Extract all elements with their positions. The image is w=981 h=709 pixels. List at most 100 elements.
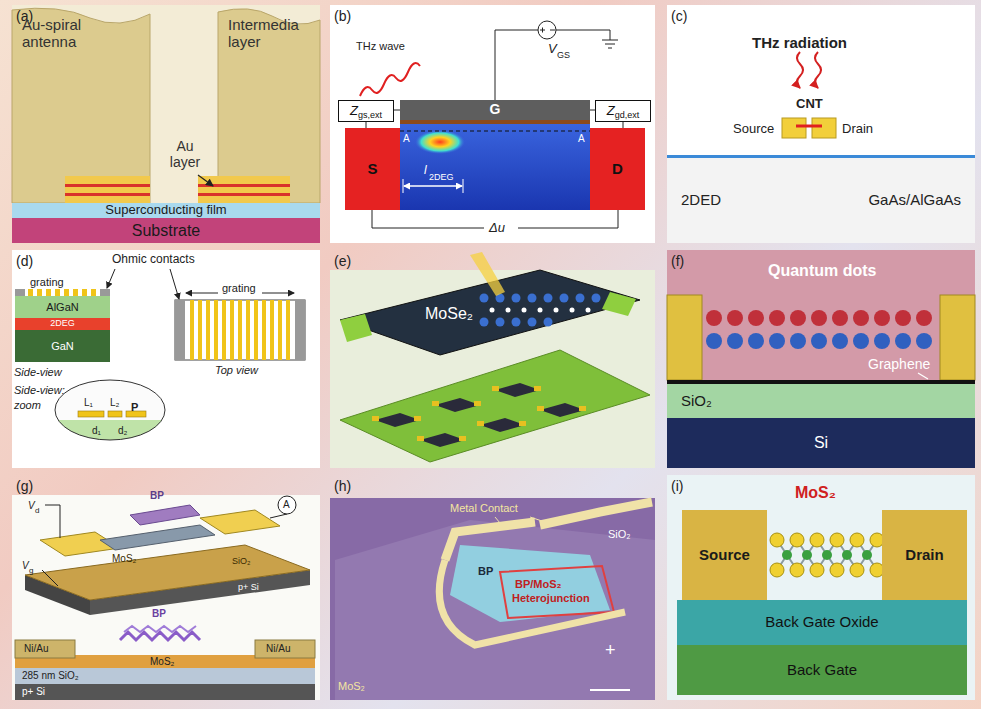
grating-gate-hemt-part-part (78, 411, 104, 417)
mos2-fet-part (822, 550, 832, 560)
hemt-schematic-part (360, 63, 420, 96)
grating-gate-hemt-part (100, 289, 110, 296)
optical-micrograph (330, 498, 655, 700)
hemt-schematic-part (463, 179, 464, 193)
mos2-fet-part (850, 563, 864, 577)
graphene-qd-detector-part (667, 295, 702, 380)
grating-gate-hemt-part (55, 289, 60, 296)
graphene-qd-detector-part (769, 333, 785, 349)
antenna-schematic-part (198, 175, 213, 186)
hemt-schematic-part (538, 21, 556, 39)
mos2-fet-part (850, 533, 864, 547)
graphene-qd-detector-part (832, 310, 848, 326)
mos2-fet-part (810, 533, 824, 547)
bp-mos2-device-part (130, 505, 200, 525)
bp-mos2-device-part (42, 570, 58, 586)
grating-gate-hemt-part (82, 289, 87, 296)
grating-gate-hemt-part-part (55, 420, 165, 445)
optical-micrograph-part (439, 560, 625, 645)
label-text: BP (478, 565, 493, 578)
mose2-array-part (512, 318, 521, 327)
hemt-schematic-part (556, 30, 610, 40)
graphene-qd-detector-part (706, 333, 722, 349)
graphene-qd-detector-part (811, 333, 827, 349)
label-text: Top view (215, 364, 258, 377)
impedance-box: Zgs,ext (338, 100, 394, 122)
grating-gate-hemt-part (206, 300, 210, 360)
figure-panel: (i)SourceDrainBack Gate OxideBack Gate (667, 475, 975, 700)
label-text: Ni/Au (24, 643, 48, 655)
mose2-array-part (537, 406, 544, 411)
node-text: GaN (51, 340, 74, 352)
node-text: Back Gate Oxide (765, 614, 878, 631)
mos2-fet-part (810, 563, 824, 577)
label-text: MoSe₂ (425, 305, 473, 323)
mos2-fet-part (770, 563, 784, 577)
node-text: 2DED (681, 192, 721, 209)
graphene-qd-detector-part (706, 310, 722, 326)
label-text: SiO₂ (232, 556, 251, 566)
grating-gate-hemt-part (175, 300, 185, 360)
optical-micrograph-part (335, 520, 655, 700)
symbol-text: Zgs,ext (350, 101, 382, 121)
grating-gate-hemt-part (170, 269, 179, 299)
graphene-qd-detector-part (727, 333, 743, 349)
mose2-array-part (417, 436, 424, 441)
mose2-array-part (576, 294, 585, 303)
antenna-schematic-part (198, 187, 290, 193)
grating-gate-hemt-part (28, 289, 33, 296)
hemt-schematic-part (372, 210, 484, 228)
antenna-schematic-part (65, 193, 150, 196)
drain-electrode: D (590, 128, 645, 210)
panel-letter: (h) (334, 478, 351, 494)
label-text: Heterojunction (512, 592, 590, 605)
label-text: Metal Contact (450, 502, 518, 515)
grating-gate-hemt-part (186, 293, 218, 294)
mos2-fet-part (862, 550, 872, 560)
grating-gate-hemt-part (175, 300, 305, 360)
graphene-qd-detector-part (918, 373, 928, 379)
mose2-array-part (492, 386, 499, 391)
mose2-array-part (490, 308, 495, 313)
label-text: SiO₂ (608, 528, 631, 541)
grating-gate-hemt-part (214, 300, 218, 360)
label-text: Δu (489, 221, 505, 236)
antenna-schematic-part (218, 9, 320, 203)
substrate-layer: Substrate (12, 218, 320, 243)
grating-gate-hemt-part (55, 380, 165, 440)
antenna-schematic-part (198, 176, 290, 184)
mose2-array-part (496, 318, 505, 327)
silicon-layer: Si (667, 418, 975, 468)
graphene-qd-detector-part (895, 333, 911, 349)
grating-gate-hemt-part (15, 289, 25, 296)
gate-oxide-layer: Back Gate Oxide (677, 600, 967, 645)
node-text: GaAs/AlGaAs (868, 192, 961, 209)
mos2-fet-part (830, 533, 844, 547)
label-text: MoS₂ (150, 656, 174, 668)
graphene-qd-detector-part (811, 310, 827, 326)
node-text: Source (699, 547, 750, 564)
antenna-schematic-part (12, 8, 150, 203)
label-text: Ohmic contacts (112, 253, 195, 267)
label-text: MoS₂ (112, 553, 136, 565)
label-text: Au layer (160, 138, 210, 170)
graphene-qd-detector-part (727, 310, 743, 326)
figure-panel: (e) (330, 250, 655, 468)
graphene-qd-detector-part (916, 333, 932, 349)
graphene-qd-detector-part (940, 295, 975, 380)
grating-gate-hemt-part (198, 300, 202, 360)
label-text: Ni/Au (266, 643, 290, 655)
mose2-array-part (528, 294, 537, 303)
label-text: + (605, 640, 616, 661)
antenna-schematic-part (12, 5, 320, 243)
mose2-array-part (544, 294, 553, 303)
node-text: 2DEG (50, 319, 75, 329)
grating-gate-hemt-part (295, 300, 305, 360)
bp-mos2-device-part (15, 640, 75, 658)
label-text: L₂ (110, 397, 119, 409)
panel-letter: (c) (671, 8, 687, 24)
source-electrode: S (345, 128, 400, 210)
panel-letter: (f) (671, 253, 684, 269)
mos2-fet-part (842, 550, 852, 560)
graphene-qd-detector-part (916, 310, 932, 326)
